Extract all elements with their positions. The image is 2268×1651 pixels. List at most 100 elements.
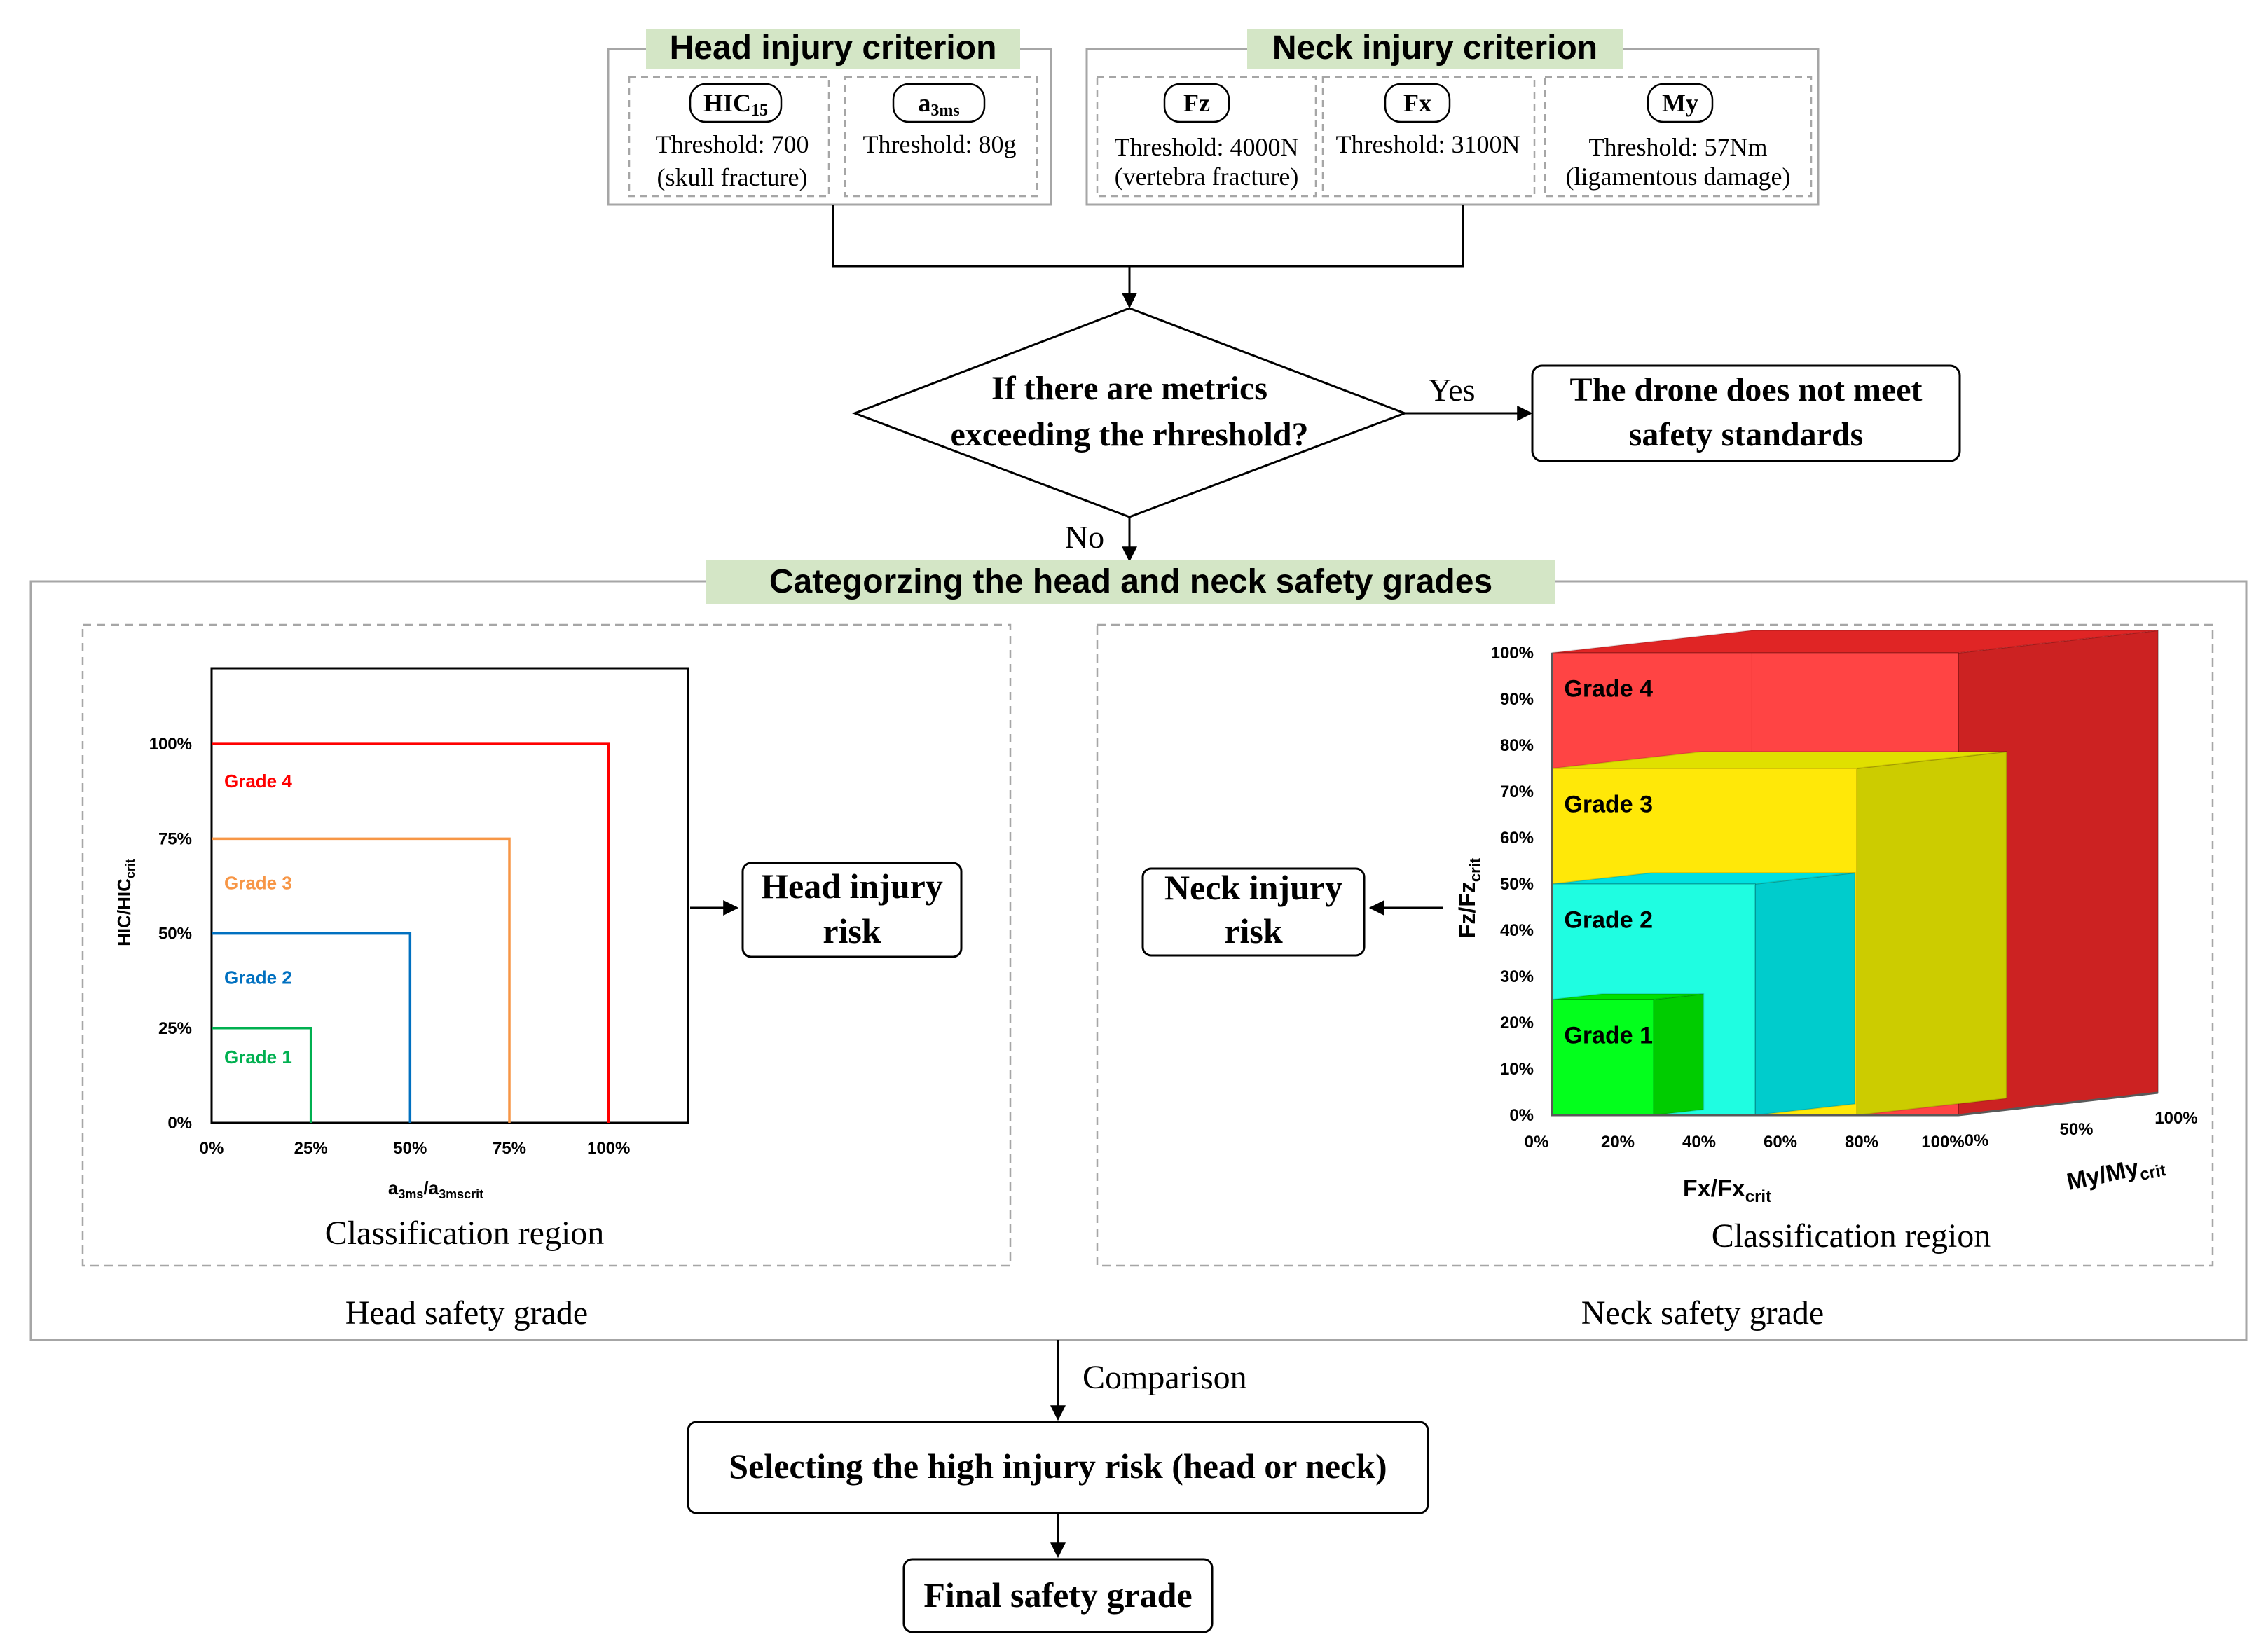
head-y-tick: 100% [149, 735, 192, 754]
note-fz: (vertebra fracture) [1115, 163, 1299, 191]
svg-text:Fz: Fz [1183, 89, 1210, 117]
neck-z-tick: 100% [2154, 1109, 2197, 1128]
threshold-a3ms: Threshold: 80g [863, 130, 1017, 158]
svg-text:a3ms: a3ms [918, 89, 959, 120]
categorize-title: Categorzing the head and neck safety gra… [769, 563, 1492, 600]
neck-y-tick: 10% [1500, 1060, 1534, 1079]
neck-y-tick: 0% [1509, 1106, 1534, 1125]
neck-caption: Neck safety grade [1581, 1294, 1824, 1332]
neck-grade-cube-side-1 [1653, 993, 1705, 1117]
neck-axes [1551, 653, 2159, 1117]
svg-text:My: My [1662, 89, 1698, 117]
head-x-tick: 25% [294, 1139, 328, 1158]
merge-connector [832, 205, 1464, 309]
final-label: Final safety grade [923, 1575, 1192, 1615]
yes-label: Yes [1429, 372, 1476, 408]
select-label: Selecting the high injury risk (head or … [729, 1446, 1387, 1486]
head-risk-line2: risk [823, 911, 881, 951]
neck-y-tick: 20% [1500, 1014, 1534, 1032]
metric-fz: Fz Threshold: 4000N (vertebra fracture) [1115, 83, 1299, 191]
neck-grade-label-2: Grade 2 [1564, 907, 1653, 934]
head-x-tick: 75% [493, 1139, 526, 1158]
decision-line2: exceeding the rhreshold? [950, 416, 1308, 453]
neck-x-tick: 80% [1845, 1133, 1878, 1152]
note-my: (ligamentous damage) [1566, 163, 1791, 191]
neck-x-tick: 100% [1921, 1133, 1964, 1152]
threshold-fx: Threshold: 3100N [1336, 130, 1520, 158]
head-x-tick: 0% [200, 1139, 224, 1158]
neck-y-axis-label: Fz/Fzcrit [1455, 857, 1484, 938]
neck-x-tick: 20% [1601, 1133, 1635, 1152]
neck-y-tick: 100% [1491, 644, 1534, 663]
neck-z-tick: 50% [2059, 1120, 2093, 1139]
head-criterion-box: Head injury criterion HIC15 Threshold: 7… [607, 29, 1052, 206]
head-grade-label-2: Grade 2 [224, 967, 292, 988]
fail-line2: safety standards [1629, 416, 1864, 453]
head-grade-label-4: Grade 4 [224, 771, 292, 792]
svg-text:Fx: Fx [1403, 89, 1431, 117]
neck-y-tick: 60% [1500, 829, 1534, 848]
select-box: Selecting the high injury risk (head or … [687, 1421, 1429, 1514]
head-grade-boundary-2 [212, 932, 412, 1123]
svg-text:HIC15: HIC15 [703, 89, 768, 120]
neck-x-tick: 0% [1525, 1133, 1549, 1152]
neck-region-caption: Classification region [1712, 1217, 1991, 1255]
head-x-tick: 100% [587, 1139, 630, 1158]
no-label: No [1065, 519, 1104, 555]
neck-z-tick: 0% [1965, 1131, 1989, 1150]
neck-region-frame [1096, 623, 2214, 1267]
head-x-tick: 50% [393, 1139, 427, 1158]
head-grade-label-1: Grade 1 [224, 1046, 292, 1068]
metric-hic15: HIC15 Threshold: 700 (skull fracture) [656, 83, 809, 191]
neck-y-tick: 80% [1500, 736, 1534, 755]
head-y-axis-label: HIC/HICcrit [114, 859, 137, 946]
neck-x-tick: 60% [1764, 1133, 1797, 1152]
head-y-tick: 0% [167, 1114, 192, 1133]
neck-grade-cube-side-3 [1856, 750, 2007, 1117]
threshold-my: Threshold: 57Nm [1589, 133, 1768, 161]
fail-line1: The drone does not meet [1569, 371, 1922, 408]
decision-line1: If there are metrics [991, 370, 1267, 407]
head-grade-boundary-1 [212, 1027, 312, 1123]
neck-y-tick: 40% [1500, 921, 1534, 940]
neck-y-tick: 50% [1500, 875, 1534, 894]
neck-grade-label-3: Grade 3 [1564, 792, 1653, 818]
neck-classification-chart: Grade 1 Grade 2 Grade 3 Grade 4 0% 20% 40% 60% 8… [1455, 629, 2198, 1206]
head-grade-label-3: Grade 3 [224, 872, 292, 893]
neck-criterion-title: Neck injury criterion [1272, 29, 1597, 67]
comparison-label: Comparison [1083, 1359, 1247, 1396]
head-criterion-title: Head injury criterion [670, 29, 997, 67]
neck-grade-cube-side-2 [1754, 871, 1856, 1117]
threshold-fz: Threshold: 4000N [1115, 133, 1299, 161]
metric-a3ms: a3ms Threshold: 80g [863, 83, 1017, 158]
head-y-tick: 75% [158, 829, 192, 848]
head-classification-chart: Grade 1 Grade 2 Grade 3 Grade 4 0% 25% 50% 75% 1… [114, 667, 689, 1201]
note-hic15: (skull fracture) [657, 163, 808, 191]
head-region-frame [81, 623, 1012, 1267]
neck-y-tick: 90% [1500, 690, 1534, 709]
neck-grade-cube-front-1 [1551, 999, 1654, 1116]
neck-criterion-title-bg [1247, 29, 1623, 69]
final-box: Final safety grade [902, 1558, 1214, 1633]
neck-x-tick: 40% [1682, 1133, 1716, 1152]
neck-x-axis-label: Fx/Fxcrit [1683, 1175, 1771, 1206]
neck-risk-box: Neck injury risk [1141, 867, 1366, 957]
neck-y-tick: 30% [1500, 967, 1534, 986]
head-x-axis-label: a3ms/a3mscrit [388, 1177, 483, 1201]
head-risk-box: Head injury risk [741, 862, 963, 958]
threshold-hic15: Threshold: 700 [656, 130, 809, 158]
fail-box: The drone does not meet safety standards [1531, 364, 1961, 462]
head-criterion-title-bg [646, 29, 1020, 69]
neck-risk-line2: risk [1224, 911, 1283, 951]
head-risk-line1: Head injury [761, 866, 943, 906]
neck-risk-line1: Neck injury [1164, 868, 1342, 907]
neck-grade-label-4: Grade 4 [1564, 676, 1653, 703]
metric-my: My Threshold: 57Nm (ligamentous damage) [1566, 83, 1791, 191]
head-grade-boundary-4 [212, 742, 610, 1123]
head-y-tick: 50% [158, 925, 192, 944]
metric-fx: Fx Threshold: 3100N [1336, 83, 1520, 158]
neck-y-tick: 70% [1500, 782, 1534, 801]
categorize-title-bg [706, 560, 1555, 604]
neck-grade-label-1: Grade 1 [1564, 1023, 1653, 1049]
